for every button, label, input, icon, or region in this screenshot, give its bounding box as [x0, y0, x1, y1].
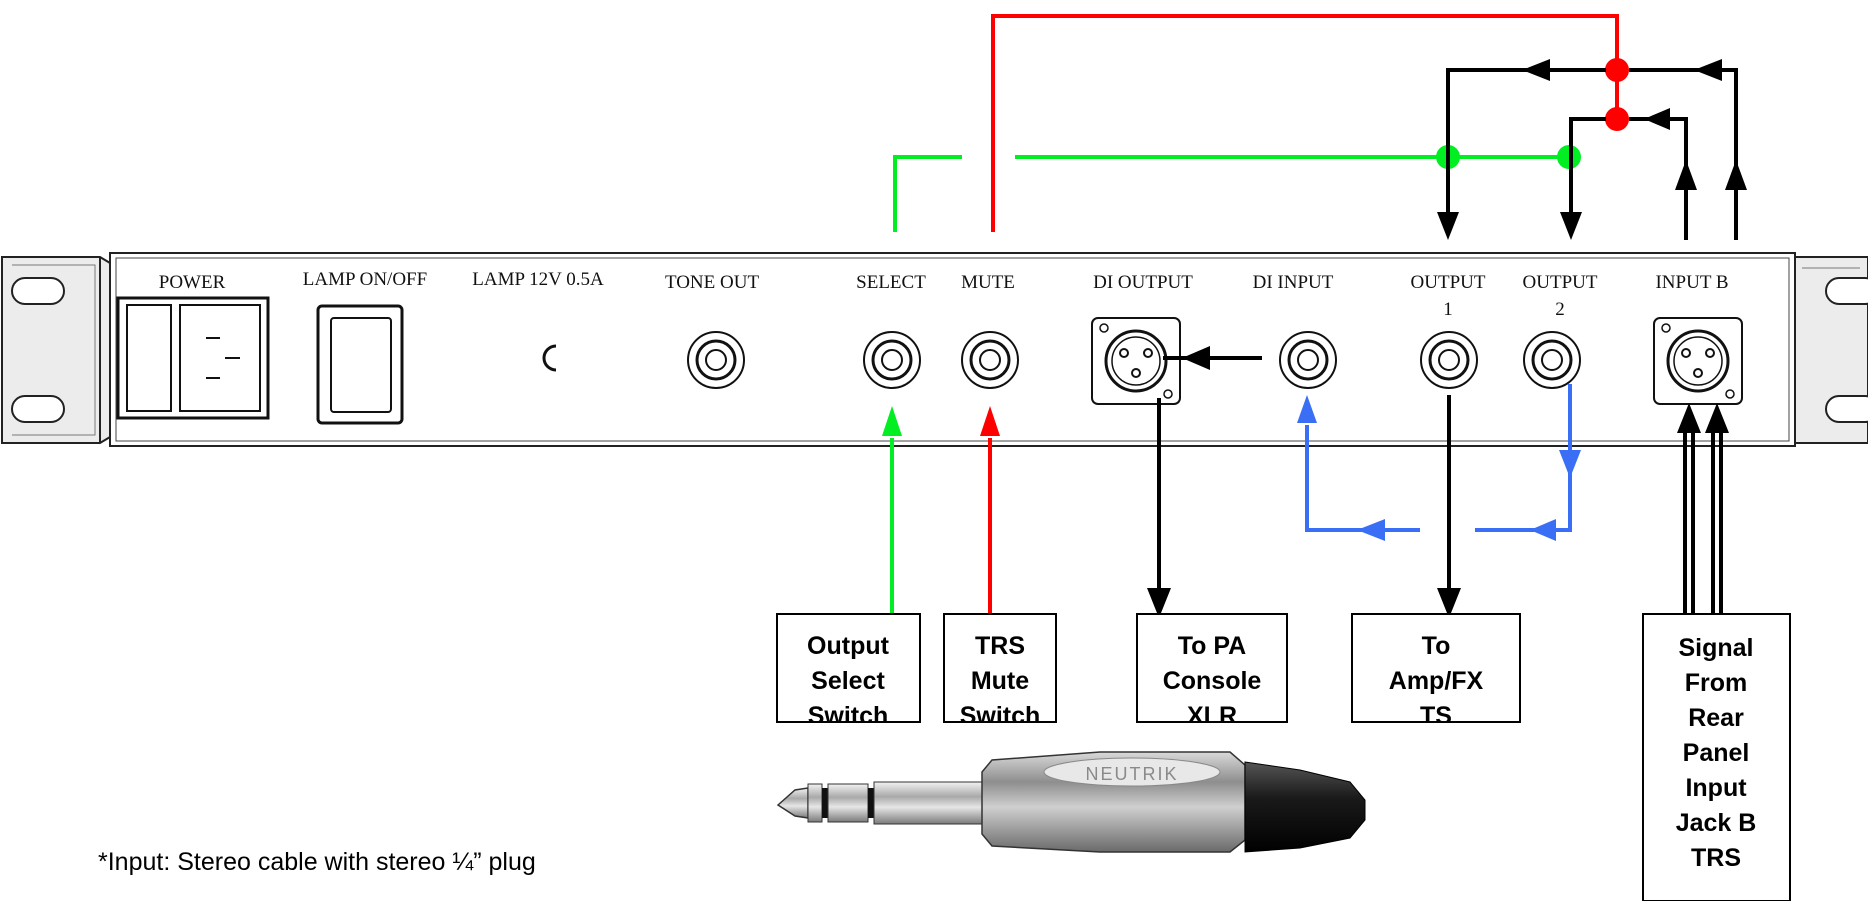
input-b-xlr — [1654, 318, 1742, 404]
box-line: Output — [807, 632, 890, 660]
right-rack-ear — [1795, 257, 1868, 443]
output-2-jack — [1524, 332, 1580, 388]
label-lamp-onoff: LAMP ON/OFF — [303, 269, 427, 290]
box-line: XLR — [1187, 702, 1237, 730]
output-1-jack — [1421, 332, 1477, 388]
label-select: SELECT — [856, 272, 926, 293]
box-line: Amp/FX — [1389, 667, 1484, 695]
di-output-xlr — [1092, 318, 1180, 404]
label-power: POWER — [159, 272, 226, 293]
lamp-switch — [318, 306, 402, 423]
rack-screw-slot — [1826, 396, 1868, 422]
box-line: To — [1422, 632, 1451, 660]
plug-brand-text: NEUTRIK — [1085, 764, 1178, 784]
box-line: Select — [811, 667, 885, 695]
box-line: Switch — [960, 702, 1041, 730]
power-inlet — [118, 298, 268, 418]
box-line: TRS — [1691, 844, 1741, 872]
red-switch-node — [1605, 58, 1629, 82]
label-lamp-spec: LAMP 12V 0.5A — [472, 269, 604, 290]
box-line: Jack B — [1676, 809, 1757, 837]
tone-out-jack — [688, 332, 744, 388]
label-di-input: DI INPUT — [1253, 272, 1334, 293]
rack-panel: POWER LAMP ON/OFF LAMP 12V 0.5A TONE OUT… — [2, 253, 1868, 446]
label-output-1: OUTPUT — [1411, 272, 1486, 293]
box-line: Rear — [1688, 704, 1744, 732]
box-line: TS — [1420, 702, 1452, 730]
box-line: Input — [1685, 774, 1747, 802]
label-input-b: INPUT B — [1655, 272, 1728, 293]
select-jack — [864, 332, 920, 388]
box-line: TRS — [975, 632, 1025, 660]
box-output-select-switch: Output Select Switch — [777, 614, 920, 730]
label-output-2-number: 2 — [1555, 299, 1565, 320]
red-switch-node — [1605, 107, 1629, 131]
box-signal-from-rear-panel: Signal From Rear Panel Input Jack B TRS — [1643, 614, 1790, 901]
box-line: Console — [1163, 667, 1262, 695]
box-line: Mute — [971, 667, 1029, 695]
box-line: To PA — [1178, 632, 1247, 660]
label-di-output: DI OUTPUT — [1093, 272, 1193, 293]
label-mute: MUTE — [961, 272, 1015, 293]
rack-screw-slot — [12, 278, 64, 304]
left-rack-ear — [2, 257, 110, 443]
di-input-jack — [1280, 332, 1336, 388]
label-tone-out: TONE OUT — [665, 272, 760, 293]
box-line: Panel — [1683, 739, 1750, 767]
trs-plug-image: NEUTRIK — [778, 752, 1365, 852]
mute-jack — [962, 332, 1018, 388]
rack-screw-slot — [12, 396, 64, 422]
box-to-amp-fx: To Amp/FX TS — [1352, 614, 1520, 730]
box-to-pa-console: To PA Console XLR — [1137, 614, 1287, 730]
box-line: Signal — [1678, 634, 1753, 662]
label-output-2: OUTPUT — [1523, 272, 1598, 293]
input-note: *Input: Stereo cable with stereo ¼” plug — [98, 848, 536, 876]
label-output-1-number: 1 — [1443, 299, 1453, 320]
rack-screw-slot — [1826, 278, 1868, 304]
box-trs-mute-switch: TRS Mute Switch — [944, 614, 1056, 730]
box-line: Switch — [808, 702, 889, 730]
box-line: From — [1685, 669, 1748, 697]
